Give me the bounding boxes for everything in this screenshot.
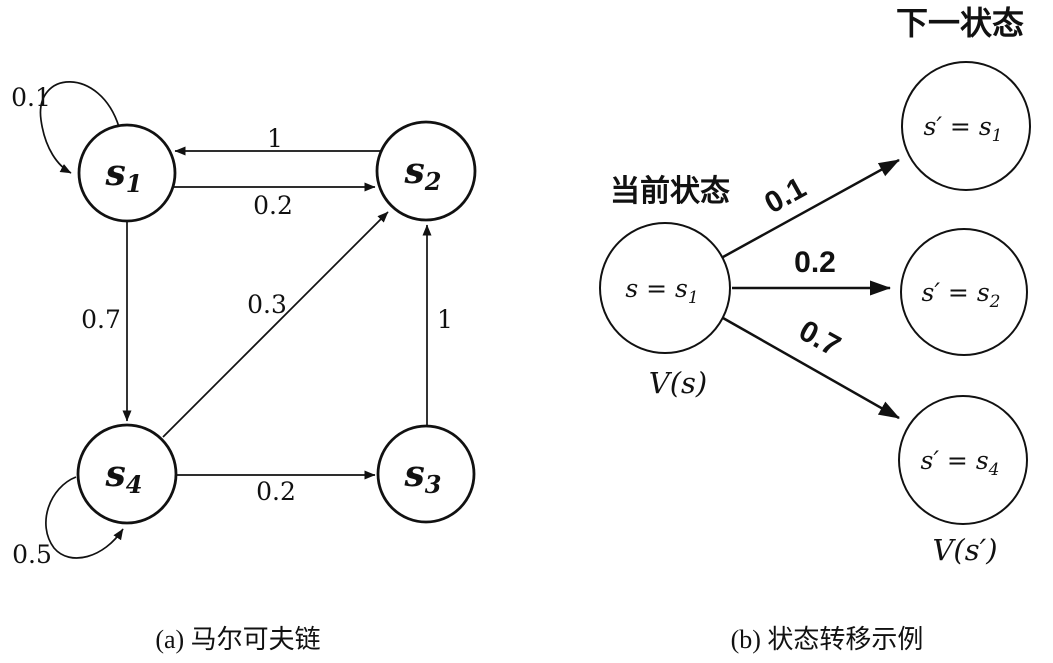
node-s4-base: s [105, 453, 126, 495]
current-value-label: V(s) [649, 366, 707, 400]
next-s1-base: s′ = s [923, 112, 991, 141]
self-loop-s1-label: 0.1 [11, 83, 51, 112]
next-value-label: V(s′) [932, 533, 997, 567]
next-state-s2-circle [900, 228, 1028, 356]
node-s2-label: s2 [404, 150, 442, 196]
caption-b: (b) 状态转移示例 [731, 625, 924, 654]
node-s2-sub: 2 [424, 167, 442, 196]
transition-arrow-to-s1 [722, 158, 900, 259]
self-loop-s4-arrow [45, 476, 124, 559]
edge-s4-to-s3-label: 0.2 [256, 477, 296, 506]
self-loop-s4-label: 0.5 [12, 540, 52, 569]
next-state-s4-label: s′ = s4 [920, 446, 999, 480]
node-s3-circle [376, 424, 476, 524]
node-s3-label: s3 [404, 453, 442, 499]
node-s2-circle [375, 120, 477, 222]
node-s4-sub: 4 [126, 470, 143, 499]
next-s2-sub: 2 [989, 292, 1001, 312]
edge-s4-to-s2 [162, 211, 389, 438]
next-state-s2-label: s′ = s2 [921, 278, 1000, 312]
node-s1-circle [77, 123, 177, 223]
current-state-circle [599, 222, 731, 354]
next-s1-sub: 1 [992, 126, 1003, 146]
edge-s3-to-s2-label: 1 [437, 305, 453, 334]
edge-s1-to-s2-label: 0.2 [253, 191, 293, 220]
transition-prob-s2: 0.2 [794, 246, 836, 279]
caption-a: (a) 马尔可夫链 [155, 625, 320, 654]
edge-s1-to-s4-label: 0.7 [81, 305, 121, 334]
next-s2-base: s′ = s [921, 278, 989, 307]
current-state-label: 当前状态 [610, 175, 730, 208]
node-s3-sub: 3 [425, 470, 442, 499]
node-s4-circle [76, 423, 178, 525]
node-s2-base: s [404, 150, 425, 192]
node-s1-sub: 1 [126, 169, 143, 198]
next-state-s1-circle [901, 61, 1031, 191]
node-s4-label: s4 [105, 453, 143, 499]
node-s3-base: s [404, 453, 425, 495]
next-state-title: 下一状态 [896, 5, 1024, 41]
transition-prob-s4: 0.7 [793, 314, 845, 363]
edge-s4-to-s2-label: 0.3 [247, 290, 287, 319]
current-node-base: s = s [625, 274, 688, 303]
next-state-s4-circle [898, 395, 1028, 525]
current-state-node-label: s = s1 [625, 274, 698, 308]
node-s1-base: s [105, 152, 126, 194]
state-transition-diagram: 下一状态 当前状态 0.1 0.2 0.7 s = s1 V(s) s′ = s… [599, 5, 1031, 654]
current-node-sub: 1 [688, 288, 699, 308]
markov-chain-diagram: 0.1 0.5 1 0.2 0.7 0.3 1 0.2 s1 [11, 81, 477, 654]
edge-s2-to-s1-label: 1 [267, 124, 283, 153]
node-s1-label: s1 [105, 152, 143, 198]
next-state-s1-label: s′ = s1 [923, 112, 1002, 146]
next-s4-sub: 4 [988, 460, 1000, 480]
transition-arrow-to-s4 [722, 316, 900, 420]
next-s4-base: s′ = s [920, 446, 988, 475]
self-loop-s1-arrow [39, 81, 120, 174]
